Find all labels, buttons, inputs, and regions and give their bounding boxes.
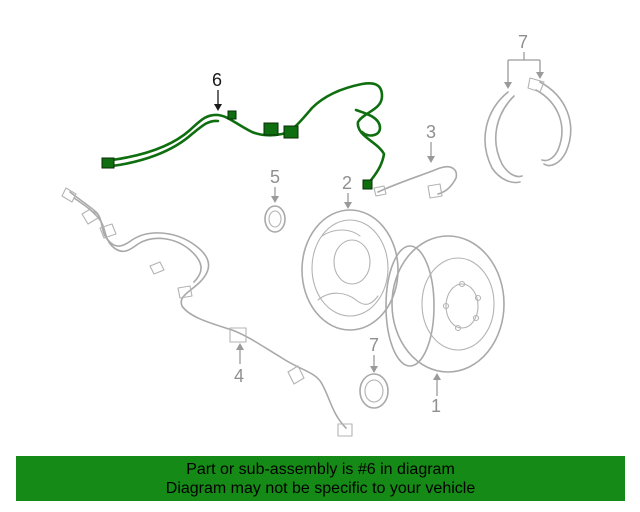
svg-text:7: 7 [369,335,379,355]
highlighted-part-6 [101,82,386,190]
brake-drum-1 [385,235,505,373]
callout-6: 6 [212,70,222,111]
brake-hose-3 [373,165,458,199]
svg-text:6: 6 [212,70,222,90]
svg-text:7: 7 [518,32,528,52]
callout-3: 3 [426,122,436,163]
info-banner: Part or sub-assembly is #6 in diagram Di… [16,456,625,501]
callout-7-top: 7 [504,32,544,89]
svg-text:4: 4 [234,366,244,386]
svg-text:5: 5 [270,167,280,187]
mount-bracket [263,122,279,136]
brake-shoes-7 [484,77,572,184]
svg-text:2: 2 [342,173,352,193]
callout-1: 1 [431,373,441,416]
seal-ring-5 [264,205,286,233]
abs-sensor-harness [61,187,353,437]
svg-text:3: 3 [426,122,436,142]
callout-7-bottom: 7 [369,335,379,373]
backing-plate-2 [301,209,399,331]
banner-line-1: Part or sub-assembly is #6 in diagram [186,461,455,478]
callout-5: 5 [270,167,280,203]
hose-fitting [362,179,373,190]
connector-end [101,157,115,169]
banner-line-2: Diagram may not be specific to your vehi… [165,480,476,497]
axle-seal-7 [359,373,389,409]
callout-2: 2 [342,173,352,209]
parts-diagram: 6 7 3 2 5 4 7 1 [61,32,572,437]
callout-4: 4 [234,343,244,386]
svg-text:1: 1 [431,396,441,416]
